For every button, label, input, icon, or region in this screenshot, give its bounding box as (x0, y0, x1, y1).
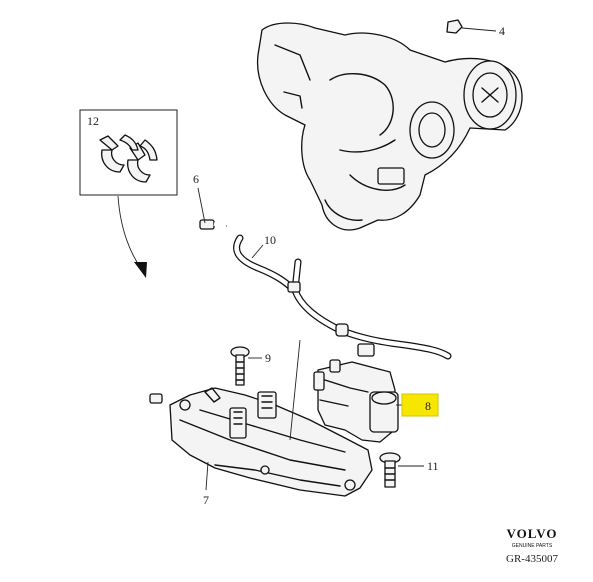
turbocharger-icon (256, 22, 523, 231)
leader-line-10 (251, 244, 264, 259)
detail-box-12 (79, 109, 178, 196)
callout-11: 11 (427, 459, 439, 473)
nut-icon (446, 19, 463, 34)
leader-line-connector (289, 339, 301, 441)
callout-4: 4 (499, 24, 505, 38)
clip-icon (99, 134, 158, 183)
detail-arrow (117, 195, 143, 271)
callout-7: 7 (203, 493, 209, 507)
bolt-icon-11 (379, 452, 401, 488)
leader-line-6 (197, 187, 206, 224)
brand-subtitle: GENUINE PARTS (512, 543, 553, 549)
brand-name: VOLVO (507, 526, 558, 541)
callout-12: 12 (87, 114, 99, 128)
highlight-box-8 (401, 393, 439, 417)
diagram-reference: GR-435007 (506, 553, 558, 565)
hose-icon-10 (233, 234, 452, 360)
arrow-head-icon (134, 262, 147, 278)
leader-line-7 (205, 461, 209, 491)
callout-6: 6 (193, 172, 199, 186)
bracket-icon (169, 387, 373, 497)
leader-line-4 (461, 27, 497, 32)
valve-icon (313, 359, 399, 443)
callout-8: 8 (425, 399, 431, 413)
hose-icon (143, 216, 227, 404)
callout-10: 10 (264, 233, 276, 247)
bolt-icon (230, 346, 250, 386)
callout-9: 9 (265, 351, 271, 365)
